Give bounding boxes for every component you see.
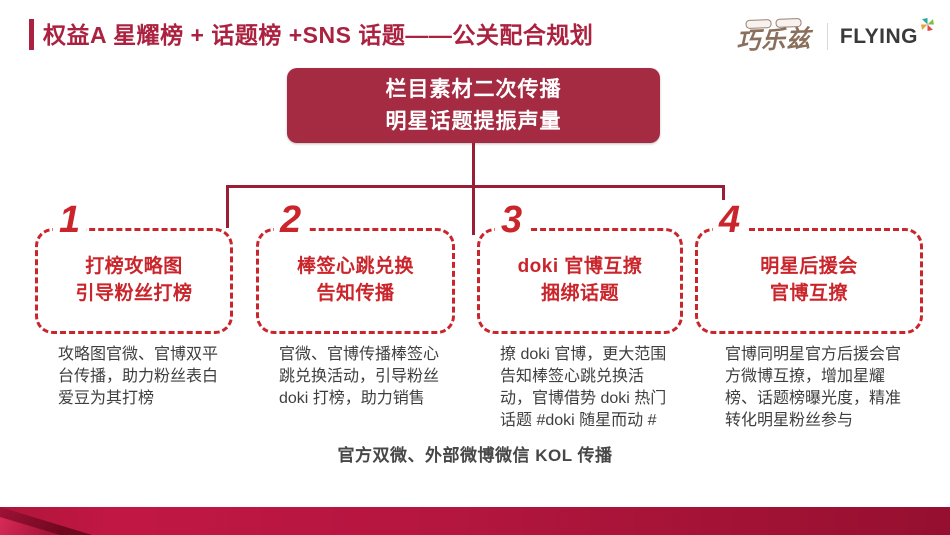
summary-line-2: 明星话题提振声量 bbox=[385, 109, 562, 133]
connector-drop-center bbox=[472, 188, 475, 235]
step-2-box: 棒签心跳兑换 告知传播 bbox=[256, 228, 455, 334]
step-2-title-line-2: 告知传播 bbox=[316, 283, 395, 304]
connector-drop-left bbox=[226, 188, 229, 228]
step-2-title-line-1: 棒签心跳兑换 bbox=[296, 256, 414, 278]
step-1-box: 打榜攻略图 引导粉丝打榜 bbox=[35, 228, 233, 334]
step-2-description: 官微、官博传播棒签心跳兑换活动，引导粉丝 doki 打榜，助力销售 bbox=[279, 346, 440, 408]
step-4-box: 明星后援会 官博互撩 bbox=[695, 228, 923, 334]
qiaolezi-brand-logo: 巧乐兹 bbox=[735, 18, 812, 56]
flying-logo-text: FLYING bbox=[839, 24, 918, 48]
step-4-title-line-2: 官博互撩 bbox=[769, 283, 848, 304]
connector-vertical-top bbox=[472, 143, 475, 187]
flying-agency-logo: FLYING bbox=[839, 17, 934, 48]
step-3-description: 撩 doki 官博，更大范围告知棒签心跳兑换活动，官博借势 doki 热门话题 … bbox=[500, 346, 667, 430]
step-3-box: doki 官博互撩 捆绑话题 bbox=[477, 228, 683, 334]
summary-line-1: 栏目素材二次传播 bbox=[385, 78, 562, 101]
logo-divider bbox=[826, 22, 828, 50]
step-2-number: 2 bbox=[274, 200, 308, 240]
step-4-number: 4 bbox=[713, 200, 747, 240]
bottom-ribbon bbox=[0, 507, 950, 535]
step-1-description: 攻略图官微、官博双平台传播，助力粉丝表白爱豆为其打榜 bbox=[58, 346, 219, 408]
step-3-title-line-1: doki 官博互撩 bbox=[517, 256, 643, 278]
summary-box: 栏目素材二次传播 明星话题提振声量 bbox=[287, 68, 660, 143]
step-4-title-line-1: 明星后援会 bbox=[760, 256, 858, 278]
pinwheel-icon bbox=[921, 17, 934, 31]
step-1-title-line-1: 打榜攻略图 bbox=[85, 256, 183, 278]
step-3: 3 doki 官博互撩 捆绑话题 撩 doki 官博，更大范围告知棒签心跳兑换活… bbox=[477, 200, 683, 462]
brand-logo-text: 巧乐兹 bbox=[735, 25, 812, 56]
step-2: 2 棒签心跳兑换 告知传播 官微、官博传播棒签心跳兑换活动，引导粉丝 doki … bbox=[256, 200, 455, 462]
logo-group: 巧乐兹 FLYING bbox=[735, 14, 934, 58]
connector-horizontal bbox=[226, 185, 725, 188]
step-1-number: 1 bbox=[53, 200, 87, 240]
step-1: 1 打榜攻略图 引导粉丝打榜 攻略图官微、官博双平台传播，助力粉丝表白爱豆为其打… bbox=[35, 200, 233, 462]
connector-drop-right bbox=[722, 188, 725, 201]
footer-note: 官方双微、外部微博微信 KOL 传播 bbox=[337, 446, 613, 465]
step-4-description: 官博同明星官方后援会官方微博互撩，增加星耀榜、话题榜曝光度，精准转化明星粉丝参与 bbox=[725, 346, 902, 430]
step-1-title-line-2: 引导粉丝打榜 bbox=[75, 283, 193, 304]
step-4: 4 明星后援会 官博互撩 官博同明星官方后援会官方微博互撩，增加星耀榜、话题榜曝… bbox=[695, 200, 923, 462]
title-accent-bar bbox=[29, 19, 34, 50]
step-3-number: 3 bbox=[495, 200, 529, 240]
page-title: 权益A 星耀榜 + 话题榜 +SNS 话题——公关配合规划 bbox=[43, 22, 594, 48]
step-3-title-line-2: 捆绑话题 bbox=[540, 283, 619, 304]
